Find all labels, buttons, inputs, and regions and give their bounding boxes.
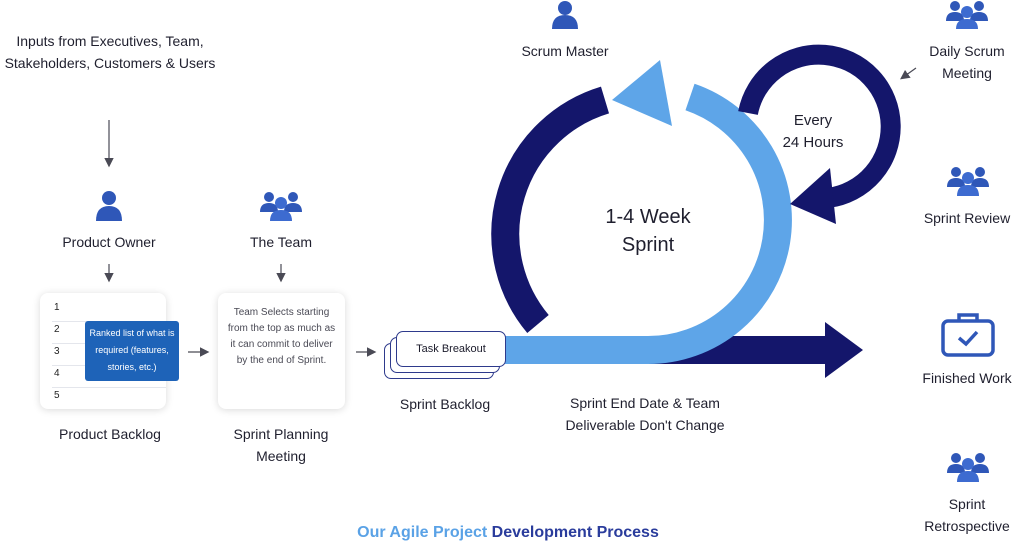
group-icon: [947, 453, 989, 482]
inputs-label: Inputs from Executives, Team, Stakeholde…: [4, 33, 216, 71]
backlog-row-number: 3: [54, 346, 60, 357]
group-icon: [947, 167, 989, 196]
daily-scrum-label: Daily Scrum Meeting: [929, 43, 1005, 81]
daily-loop-line1: Every: [793, 112, 833, 129]
the-team-label: The Team: [250, 234, 312, 250]
backlog-row-number: 1: [54, 302, 60, 313]
sprint-loop-dark-arc: [491, 86, 610, 333]
sprint-loop-arrowhead: [612, 60, 672, 126]
sprint-center-line1: 1-4 Week: [605, 206, 691, 228]
sprint-retrospective-label: Sprint Retrospective: [924, 496, 1010, 534]
daily-loop-arrowhead: [790, 168, 836, 224]
backlog-row-number: 4: [54, 368, 60, 379]
output-arrow-head: [825, 322, 863, 378]
backlog-row-divider: [52, 387, 166, 388]
backlog-row-number: 2: [54, 324, 60, 335]
product-backlog-label: Product Backlog: [59, 426, 161, 442]
product-owner-label: Product Owner: [62, 234, 156, 250]
group-icon: [946, 1, 988, 29]
sprint-backlog-label: Sprint Backlog: [399, 396, 491, 412]
group-icon: [260, 192, 302, 221]
daily-loop-line2: 24 Hours: [782, 134, 844, 151]
sprint-planning-label: Sprint Planning Meeting: [233, 426, 329, 464]
task-breakout-card: Task Breakout: [396, 331, 506, 367]
sprint-planning-card: Team Selects starting from the top as mu…: [218, 293, 345, 409]
sprint-center-line2: Sprint: [621, 234, 675, 256]
finished-work-label: Finished Work: [922, 370, 1012, 386]
briefcase-check-icon: [941, 313, 995, 357]
person-icon: [552, 1, 578, 29]
backlog-tooltip: Ranked list of what is required (feature…: [85, 321, 179, 381]
sprint-loop-light-arc: [505, 83, 792, 364]
sprint-review-label: Sprint Review: [923, 210, 1011, 226]
caption-part1: Our Agile Project: [357, 524, 492, 541]
diagram-caption: Our Agile Project Development Process: [0, 524, 1016, 542]
backlog-row-number: 5: [54, 390, 60, 401]
scrum-master-label: Scrum Master: [521, 43, 609, 59]
caption-part2: Development Process: [491, 524, 659, 541]
person-icon: [96, 191, 122, 221]
sprint-end-note: Sprint End Date & Team Deliverable Don't…: [565, 395, 725, 433]
daily-loop-arc: [738, 44, 901, 208]
arrow-daily-scrum-pointer: [900, 67, 917, 80]
sprint-planning-card-text: Team Selects starting from the top as mu…: [227, 307, 336, 366]
